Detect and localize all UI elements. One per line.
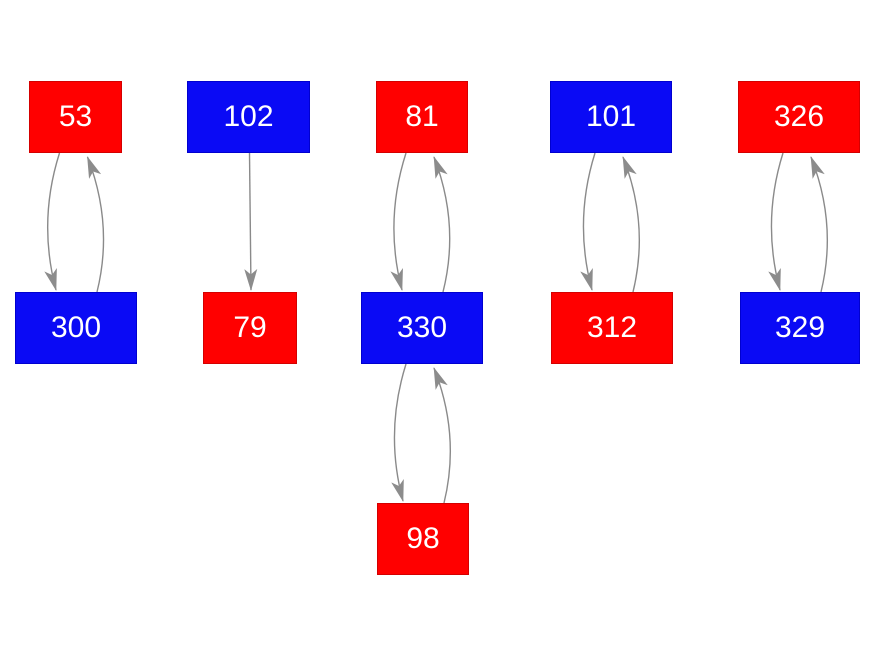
edge-326-329 xyxy=(768,152,784,291)
graph-node-102[interactable]: 102 xyxy=(187,81,310,153)
graph-node-300[interactable]: 300 xyxy=(15,292,137,364)
edge-300-53 xyxy=(86,156,105,293)
edge-102-79 xyxy=(244,152,258,291)
edge-312-101 xyxy=(622,156,640,293)
graph-node-312[interactable]: 312 xyxy=(551,292,673,364)
graph-node-329[interactable]: 329 xyxy=(740,292,860,364)
edge-53-300 xyxy=(44,152,61,291)
graph-node-101[interactable]: 101 xyxy=(550,81,672,153)
edge-101-312 xyxy=(580,152,596,291)
graph-node-98[interactable]: 98 xyxy=(377,503,469,575)
graph-node-330[interactable]: 330 xyxy=(361,292,483,364)
graph-node-53[interactable]: 53 xyxy=(29,81,122,153)
edge-329-326 xyxy=(810,156,828,293)
graph-node-326[interactable]: 326 xyxy=(738,81,860,153)
edge-330-81 xyxy=(433,156,451,293)
edge-81-330 xyxy=(390,152,407,291)
graph-node-79[interactable]: 79 xyxy=(203,292,297,364)
graph-node-81[interactable]: 81 xyxy=(376,81,468,153)
edge-330-98 xyxy=(391,363,407,502)
edge-98-330 xyxy=(433,367,451,504)
